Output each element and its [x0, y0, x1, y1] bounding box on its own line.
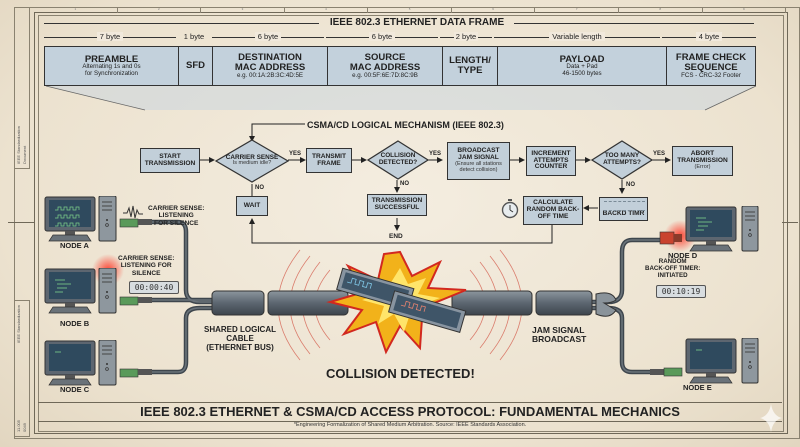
- computer-node-a: [44, 195, 122, 242]
- computer-icon: [44, 339, 117, 386]
- field-length-type: LENGTH/ TYPE: [443, 47, 498, 85]
- ruler-mark: 7: [535, 7, 619, 13]
- cable-terminator-icon: [595, 292, 617, 317]
- side-title-block: IEEE Standardization Document: [14, 7, 30, 169]
- computer-node-b: [44, 267, 122, 314]
- byte-size-length: 2 byte: [440, 32, 492, 42]
- label-yes: YES: [653, 151, 666, 157]
- label-no: NO: [400, 181, 409, 187]
- label-no: NO: [626, 182, 635, 188]
- sparkle-icon: [760, 404, 782, 432]
- computer-node-d: [682, 205, 760, 252]
- top-ruler: 1 2 3 4 5 6 7 8 9: [34, 7, 787, 13]
- flow-backoff-timer: BACKD TIMR: [599, 197, 648, 221]
- stopwatch-icon: [501, 199, 519, 224]
- frame-span-arrow-left: [44, 23, 319, 24]
- ruler-mark: 8: [619, 7, 703, 13]
- label-no: NO: [255, 185, 264, 191]
- carrier-wave-icon: [123, 205, 143, 219]
- side-revision-block: IEEE Standardization 11.005 0049: [14, 300, 30, 437]
- computer-node-e: [682, 337, 760, 384]
- collision-detected-label: COLLISION DETECTED!: [326, 366, 475, 381]
- computer-icon: [44, 267, 117, 314]
- node-label-e: NODE E: [683, 383, 712, 392]
- sheet-inner-border: [34, 12, 788, 434]
- frame-title: IEEE 802.3 ETHERNET DATA FRAME: [329, 17, 505, 28]
- nic-node-e: [650, 367, 683, 377]
- node-d-timer: 00:10:19: [656, 285, 706, 298]
- sheet-content-border: [38, 15, 784, 432]
- byte-size-sfd: 1 byte: [183, 32, 205, 41]
- nic-node-a: [119, 218, 152, 228]
- computer-icon: [685, 205, 759, 252]
- node-label-b: NODE B: [60, 319, 90, 328]
- node-label-a: NODE A: [60, 241, 89, 250]
- timer-glyph-icon: [604, 201, 645, 211]
- side-tick: [8, 222, 34, 223]
- byte-size-row: 7 byte 1 byte 6 byte 6 byte 2 byte Varia…: [44, 32, 756, 42]
- ruler-mark: 2: [118, 7, 202, 13]
- byte-size-dest: 6 byte: [212, 32, 324, 42]
- node-label-c: NODE C: [60, 385, 90, 394]
- ruler-mark: 5: [368, 7, 452, 13]
- ruler-mark: 6: [452, 7, 536, 13]
- ruler-mark: 9: [703, 7, 787, 13]
- field-payload: PAYLOAD Data + Pad 46-1500 bytes: [498, 47, 667, 85]
- node-label-d: NODE D: [668, 251, 698, 260]
- label-yes: YES: [429, 151, 442, 157]
- nic-node-b: [119, 296, 152, 306]
- flow-end: END: [389, 233, 403, 240]
- colliding-frame-right: [387, 290, 467, 333]
- frame-title-row: IEEE 802.3 ETHERNET DATA FRAME: [42, 17, 754, 28]
- byte-size-src: 6 byte: [326, 32, 438, 42]
- flowchart-title: CSMA/CD LOGICAL MECHANISM (IEEE 802.3): [307, 120, 504, 130]
- side-tick: [782, 222, 798, 223]
- ruler-mark: 4: [285, 7, 369, 13]
- sheet-title: IEEE 802.3 ETHERNET & CSMA/CD ACCESS PRO…: [38, 402, 782, 422]
- byte-size-fcs: 4 byte: [662, 32, 756, 42]
- field-preamble: PREAMBLE Alternating 1s and 0s for Synch…: [45, 47, 179, 85]
- ruler-mark: 3: [201, 7, 285, 13]
- frame-span-arrow-right: [514, 23, 754, 24]
- ruler-mark: 1: [34, 7, 118, 13]
- computer-icon: [44, 195, 117, 242]
- byte-size-preamble: 7 byte: [44, 32, 176, 42]
- shared-cable-bus: [211, 290, 593, 316]
- nic-node-d: [659, 231, 682, 245]
- label-yes: YES: [289, 151, 302, 157]
- drop-cable-node-e: [587, 305, 653, 375]
- node-b-timer: 00:00:40: [129, 281, 179, 294]
- nic-node-c: [119, 368, 152, 378]
- field-fcs: FRAME CHECK SEQUENCE FCS - CRC-32 Footer: [675, 51, 747, 79]
- field-destination-mac: DESTINATION MAC ADDRESS e.g. 00:1A:2B:3C…: [213, 47, 328, 85]
- ethernet-frame: PREAMBLE Alternating 1s and 0s for Synch…: [44, 46, 756, 86]
- field-source-mac: SOURCE MAC ADDRESS e.g. 00:5F:6E:7D:8C:9…: [328, 47, 443, 85]
- sheet-footnote: *Engineering Formalization of Shared Med…: [293, 422, 527, 428]
- byte-size-payload: Variable length: [494, 32, 660, 42]
- computer-icon: [685, 337, 759, 384]
- flow-wait: WAIT: [236, 196, 268, 216]
- computer-node-c: [44, 339, 122, 386]
- field-sfd: SFD: [179, 47, 213, 85]
